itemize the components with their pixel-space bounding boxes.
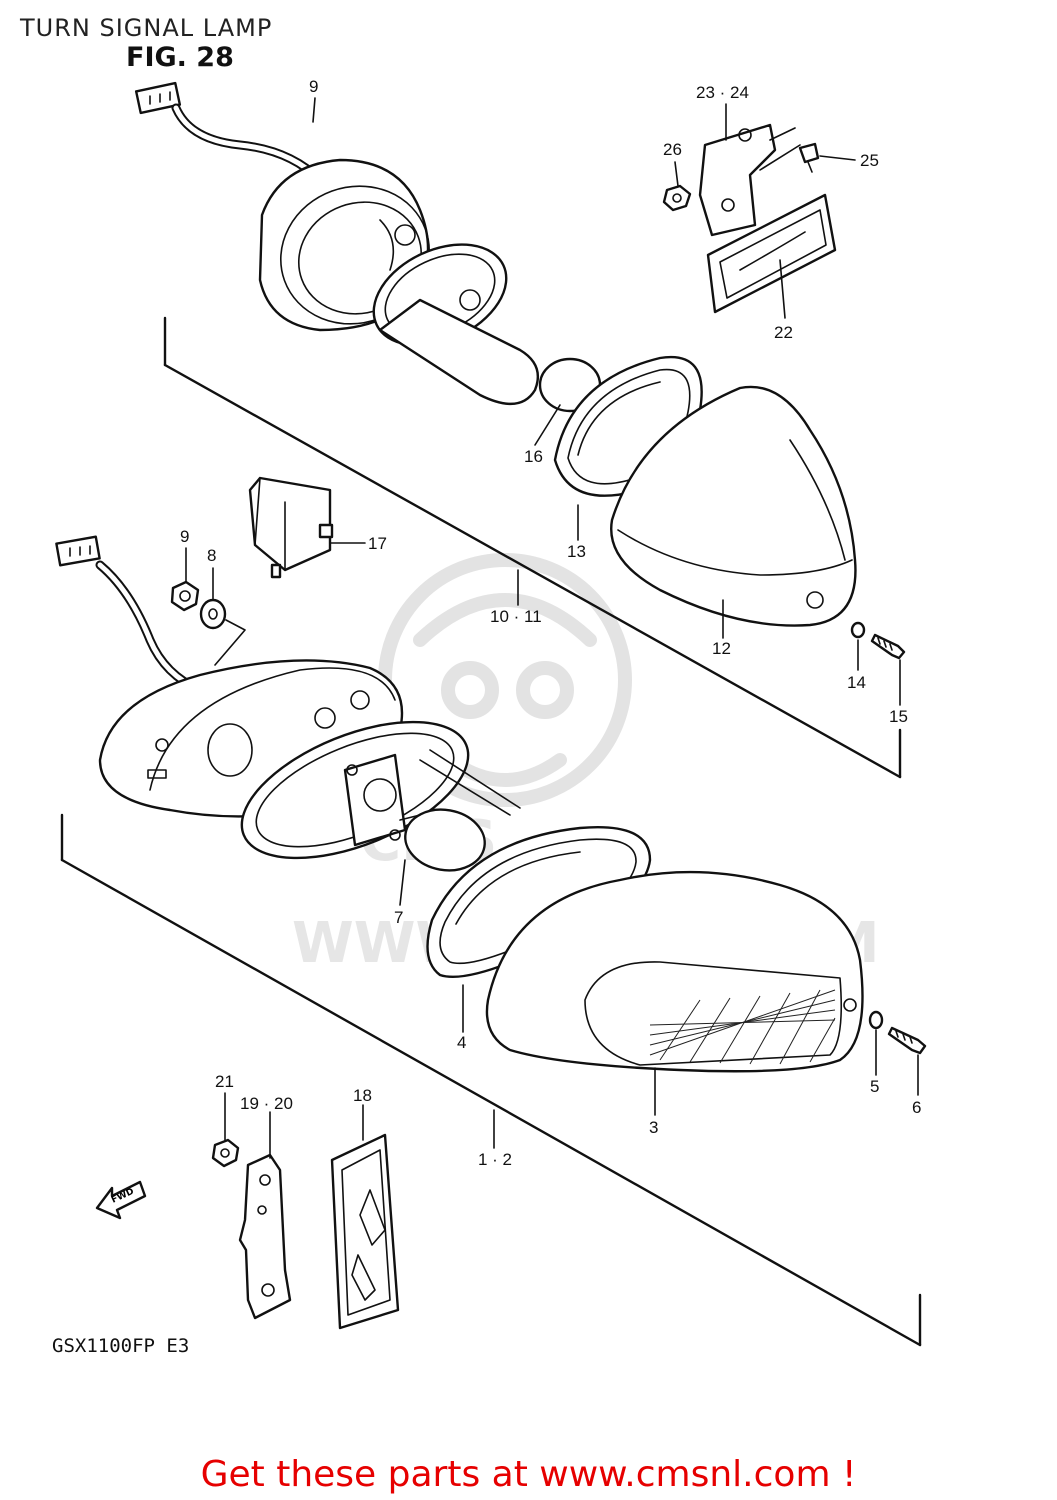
lower-socket-bulb <box>240 720 521 872</box>
callout-6: 6 <box>912 1098 921 1117</box>
model-code: GSX1100FP E3 <box>52 1335 190 1357</box>
callout-15: 15 <box>889 707 908 726</box>
lower-side-reflector <box>211 1133 400 1330</box>
callout-14: 14 <box>847 673 866 692</box>
callout-4: 4 <box>457 1033 466 1052</box>
leader-lines <box>185 97 919 1159</box>
callout-8: 8 <box>207 546 216 565</box>
upper-lens <box>610 385 857 627</box>
callout-17: 17 <box>368 534 387 553</box>
callout-12: 12 <box>712 639 731 658</box>
lower-washer-screw <box>868 1010 927 1055</box>
callout-10-11: 10 · 11 <box>490 607 542 626</box>
callout-21: 21 <box>215 1072 234 1091</box>
callout-13: 13 <box>567 542 586 561</box>
exploded-parts-diagram: CMS WWW.CMSNL.COM <box>55 77 927 1347</box>
callout-5: 5 <box>870 1077 879 1096</box>
footer-parts-link[interactable]: Get these parts at www.cmsnl.com ! <box>200 1454 857 1495</box>
callout-22: 22 <box>774 323 793 342</box>
group-frame-lower <box>60 813 922 1347</box>
callout-23-24: 23 · 24 <box>696 83 749 102</box>
callout-labels: 9 23 · 24 26 25 22 16 17 9 8 13 10 · 11 … <box>180 77 921 1169</box>
callout-1-2: 1 · 2 <box>478 1150 512 1169</box>
callout-3: 3 <box>649 1118 658 1137</box>
figure-label: FIG. 28 <box>126 42 234 73</box>
upper-washer-screw <box>850 621 906 660</box>
callout-7: 7 <box>394 908 403 927</box>
callout-19-20: 19 · 20 <box>240 1094 293 1113</box>
callout-9-lower: 9 <box>180 527 189 546</box>
lower-lens <box>485 870 864 1073</box>
upper-side-reflector <box>662 123 837 314</box>
callout-16: 16 <box>524 447 543 466</box>
fwd-arrow-icon: FWD <box>95 1180 147 1220</box>
turn-signal-relay <box>248 476 334 579</box>
callout-9-upper: 9 <box>309 77 318 96</box>
callout-26: 26 <box>663 140 682 159</box>
callout-25: 25 <box>860 151 879 170</box>
lower-nut-washer <box>170 580 246 666</box>
page-title: TURN SIGNAL LAMP <box>20 14 273 42</box>
group-frame-upper <box>163 316 902 779</box>
callout-18: 18 <box>353 1086 372 1105</box>
